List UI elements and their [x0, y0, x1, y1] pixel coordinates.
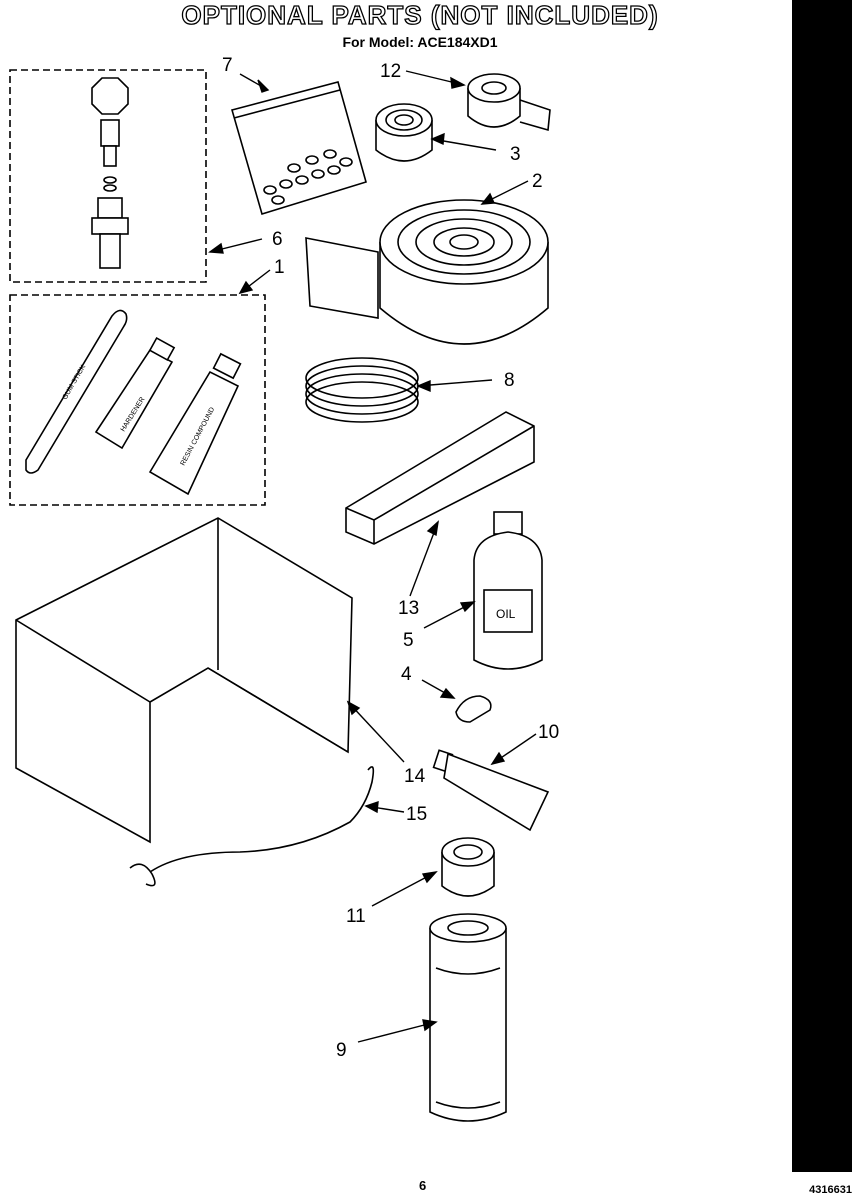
part-3-tape-roll [375, 103, 433, 162]
part-9-aerosol-can [429, 913, 507, 1122]
callout-2: 2 [532, 171, 543, 192]
part-1-repair-kit [9, 294, 266, 506]
oil-text: OIL [496, 607, 516, 621]
leader-arrows [208, 70, 537, 1043]
part-15-cord [129, 766, 375, 887]
callout-15: 15 [406, 804, 427, 825]
model-subtitle: For Model: ACE184XD1 [342, 34, 498, 50]
part-11-roll [441, 837, 495, 897]
page-number: 6 [419, 1178, 427, 1193]
callout-10: 10 [538, 722, 559, 743]
document-number: 4316631 [809, 1184, 852, 1196]
part-6-valve-kit [9, 69, 207, 283]
part-14-cover [15, 517, 353, 844]
callout-5: 5 [403, 630, 414, 651]
part-2-insulation-roll [305, 199, 549, 345]
callout-8: 8 [504, 370, 515, 391]
callout-12: 12 [380, 61, 401, 82]
callout-9: 9 [336, 1040, 347, 1061]
black-side-bar [792, 0, 852, 1172]
part-8-coil [305, 357, 419, 423]
callout-13: 13 [398, 598, 419, 619]
callout-1: 1 [274, 257, 285, 278]
part-13-foam-block [345, 411, 535, 545]
part-4-cap [455, 695, 492, 723]
part-7-hardware-bag [231, 81, 367, 216]
callout-11: 11 [346, 906, 366, 927]
part-12-tape-roll [467, 73, 551, 132]
callout-14: 14 [404, 766, 426, 787]
callout-4: 4 [401, 664, 412, 685]
callout-3: 3 [510, 144, 521, 165]
page-title: OPTIONAL PARTS (NOT INCLUDED) [181, 0, 659, 31]
part-5-oil-bottle [473, 511, 543, 670]
part-10-tube [432, 749, 550, 832]
callout-6: 6 [272, 229, 283, 250]
callout-7: 7 [222, 55, 233, 76]
